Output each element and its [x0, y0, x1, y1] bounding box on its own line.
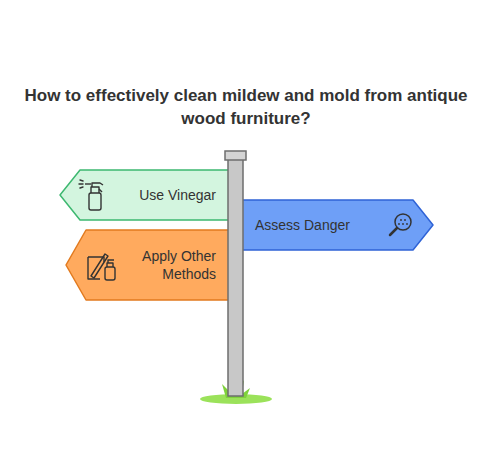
- sign-label: Apply Other Methods: [126, 247, 216, 283]
- signpost-sign: Assess Danger: [241, 200, 433, 250]
- signpost-sign: Apply Other Methods: [66, 230, 230, 300]
- magnifier-icon: [390, 214, 411, 235]
- sign-shape: [241, 200, 433, 250]
- diagram-title: How to effectively clean mildew and mold…: [18, 84, 474, 130]
- sign-text-group: Use Vinegar: [139, 186, 216, 204]
- pole-cap: [225, 151, 246, 160]
- pole: [228, 158, 243, 396]
- signpost-sign: Use Vinegar: [60, 170, 230, 220]
- sign-text-group: Apply Other Methods: [126, 247, 216, 283]
- grass-tuft: [222, 378, 250, 398]
- sign-label: Assess Danger: [255, 216, 350, 234]
- sign-shape: [66, 230, 230, 300]
- sign-text-group: Assess Danger: [255, 216, 350, 234]
- spray-icon: [79, 180, 103, 210]
- sign-label: Use Vinegar: [139, 186, 216, 204]
- grass-patch: [200, 394, 272, 404]
- cleaning-tools-icon: [88, 254, 115, 280]
- sign-outline: [66, 230, 230, 300]
- sign-shape: [60, 170, 230, 220]
